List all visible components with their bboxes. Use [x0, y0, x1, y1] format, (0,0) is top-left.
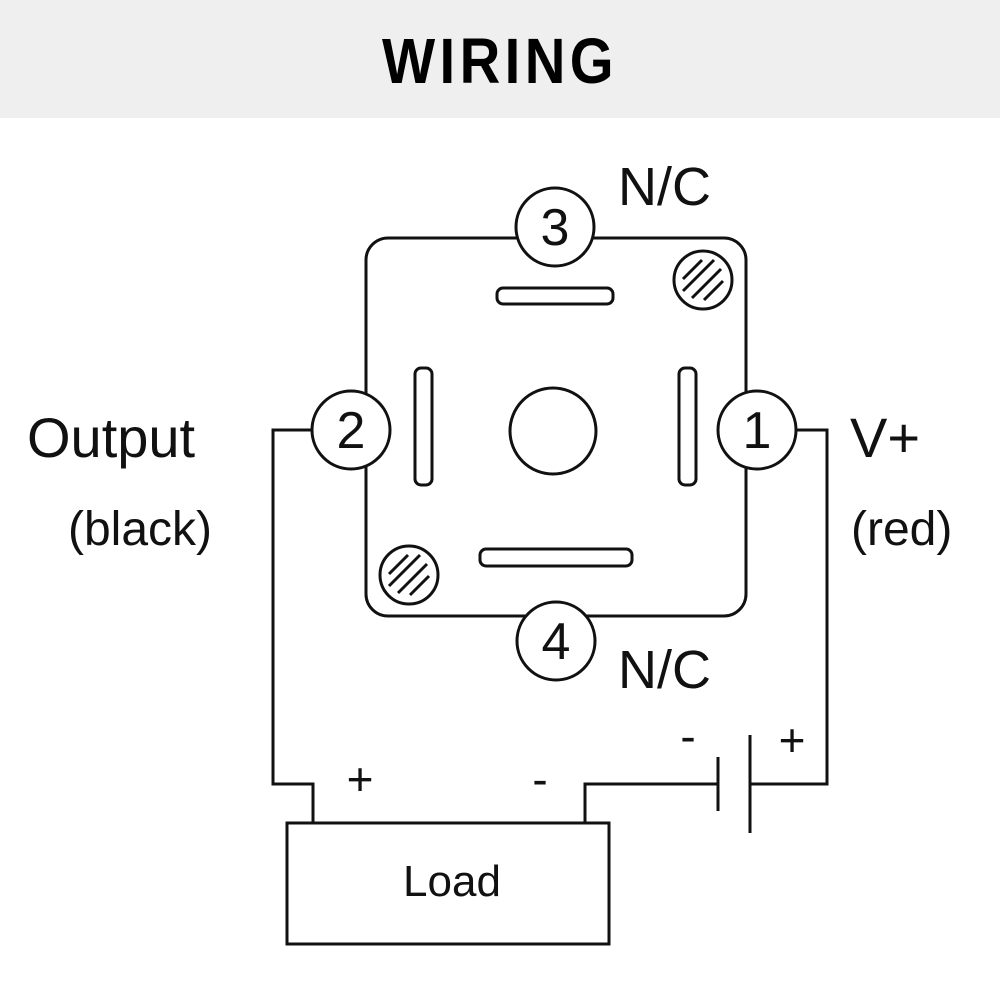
battery-minus-sign: - — [680, 710, 695, 762]
pin-1-number: 1 — [743, 402, 772, 460]
pin-2-circle — [310, 389, 392, 471]
pin-3-circle — [514, 186, 596, 268]
center-hole — [508, 386, 598, 476]
wire-vplus — [750, 428, 829, 786]
pin-2-sublabel: (black) — [68, 503, 212, 556]
wire-load-minus — [583, 782, 718, 823]
load-minus-sign: - — [532, 753, 547, 805]
load-plus-sign: + — [347, 753, 374, 805]
wire-output — [271, 428, 315, 823]
battery-plus-sign: + — [779, 714, 806, 766]
slot-bottom — [478, 547, 634, 568]
screw-icon — [378, 544, 440, 606]
screw-icon — [672, 249, 734, 311]
connector-body — [364, 236, 748, 618]
pin-1-sublabel: (red) — [851, 503, 952, 556]
slot-left — [413, 366, 434, 487]
pin-1-label: V+ — [850, 406, 920, 469]
load-label: Load — [403, 857, 501, 906]
header-banner: WIRING — [0, 0, 1000, 118]
pin-4-number: 4 — [542, 613, 571, 671]
pin-4-circle — [515, 600, 597, 682]
slot-right — [677, 366, 698, 487]
load-box — [285, 821, 611, 946]
pin-3-number: 3 — [541, 199, 570, 257]
page-title: WIRING — [381, 25, 619, 97]
pin-3-label: N/C — [618, 157, 711, 217]
pin-2-number: 2 — [337, 402, 366, 460]
slot-top — [495, 286, 615, 306]
pin-4-label: N/C — [618, 640, 711, 700]
pin-1-circle — [716, 389, 798, 471]
pin-2-label: Output — [27, 406, 196, 469]
